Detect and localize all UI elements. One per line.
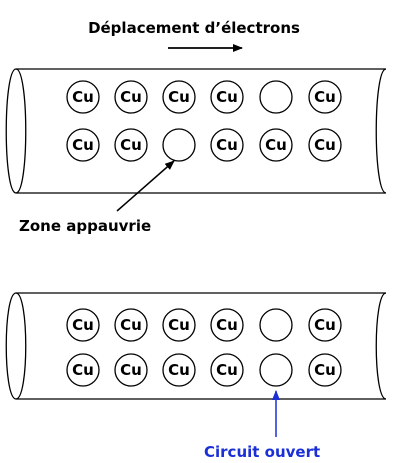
copper-atom [308,353,342,387]
depleted-zone-arrow [116,160,175,212]
copper-atom [114,128,148,162]
copper-atom [66,128,100,162]
copper-atom [66,80,100,114]
copper-atom-label: Cu [314,88,336,106]
copper-atom [66,308,100,342]
wire-2-left-end [5,292,27,400]
copper-atom-label: Cu [72,316,94,334]
vacancy [259,353,293,387]
vacancy [259,80,293,114]
copper-atom [114,80,148,114]
copper-atom-label: Cu [314,361,336,379]
copper-atom [308,308,342,342]
copper-atom [210,128,244,162]
copper-atom-label: Cu [72,361,94,379]
copper-atom-label: Cu [120,316,142,334]
copper-atom-label: Cu [314,316,336,334]
copper-atom-label: Cu [314,136,336,154]
copper-atom [162,308,196,342]
copper-atom-label: Cu [168,88,190,106]
vacancy [259,308,293,342]
copper-atom-label: Cu [216,316,238,334]
copper-atom [162,80,196,114]
copper-atom [114,308,148,342]
copper-atom-label: Cu [216,136,238,154]
copper-atom [162,353,196,387]
open-circuit-label: Circuit ouvert [204,443,320,461]
depleted-zone-label: Zone appauvrie [19,217,151,235]
copper-atom-label: Cu [72,88,94,106]
copper-atom-label: Cu [72,136,94,154]
copper-atom-label: Cu [120,361,142,379]
wire-1-left-end [5,68,27,194]
electron-flow-label: Déplacement d’électrons [88,19,300,37]
copper-atom [210,353,244,387]
copper-atom [114,353,148,387]
copper-atom-label: Cu [168,361,190,379]
copper-atom-label: Cu [120,136,142,154]
copper-atom-label: Cu [265,136,287,154]
copper-atom [308,80,342,114]
copper-atom-label: Cu [216,361,238,379]
copper-atom-label: Cu [168,316,190,334]
wire-2-right-end [375,292,387,400]
copper-atom [259,128,293,162]
copper-atom [66,353,100,387]
copper-atom [210,80,244,114]
copper-atom [210,308,244,342]
vacancy [162,128,196,162]
copper-atom-label: Cu [120,88,142,106]
copper-atom [308,128,342,162]
copper-atom-label: Cu [216,88,238,106]
wire-1-right-end [375,68,387,194]
